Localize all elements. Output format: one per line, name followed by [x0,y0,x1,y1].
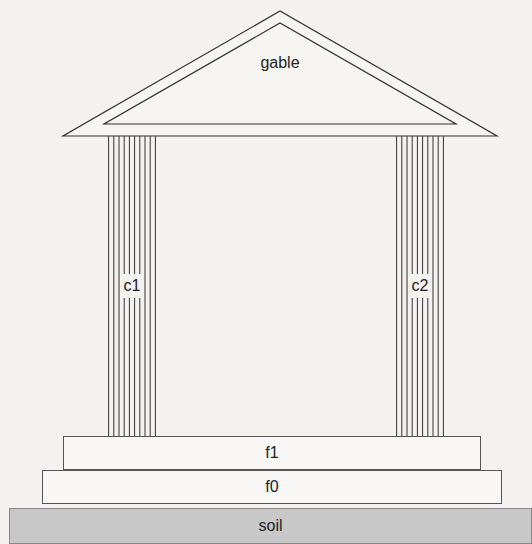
flute-line [150,136,151,436]
flute-line [145,136,146,436]
flute-line [407,136,408,436]
flute-line [113,136,114,436]
foundation-slab: f0 [42,470,502,504]
column-shaft: c1 [108,136,156,436]
flute-line [155,136,156,436]
flute-line [119,136,120,436]
flute-line [438,136,439,436]
flute-line [433,136,434,436]
foundation-slab: f1 [63,436,481,470]
flute-line [443,136,444,436]
part-name: f0 [265,478,278,496]
flute-line [108,136,109,436]
part-name: c1 [122,274,143,298]
gable-pediment: gable [62,10,498,137]
gable-inner [104,23,456,124]
column-shaft: c2 [396,136,444,436]
flute-line [401,136,402,436]
gable-outer [63,11,497,136]
gable-outline [62,10,498,137]
part-name: c2 [410,274,431,298]
flute-line [396,136,397,436]
soil-ground: soil [9,508,532,544]
part-name: f1 [265,444,278,462]
part-name: gable [260,54,299,72]
part-name: soil [258,517,282,535]
